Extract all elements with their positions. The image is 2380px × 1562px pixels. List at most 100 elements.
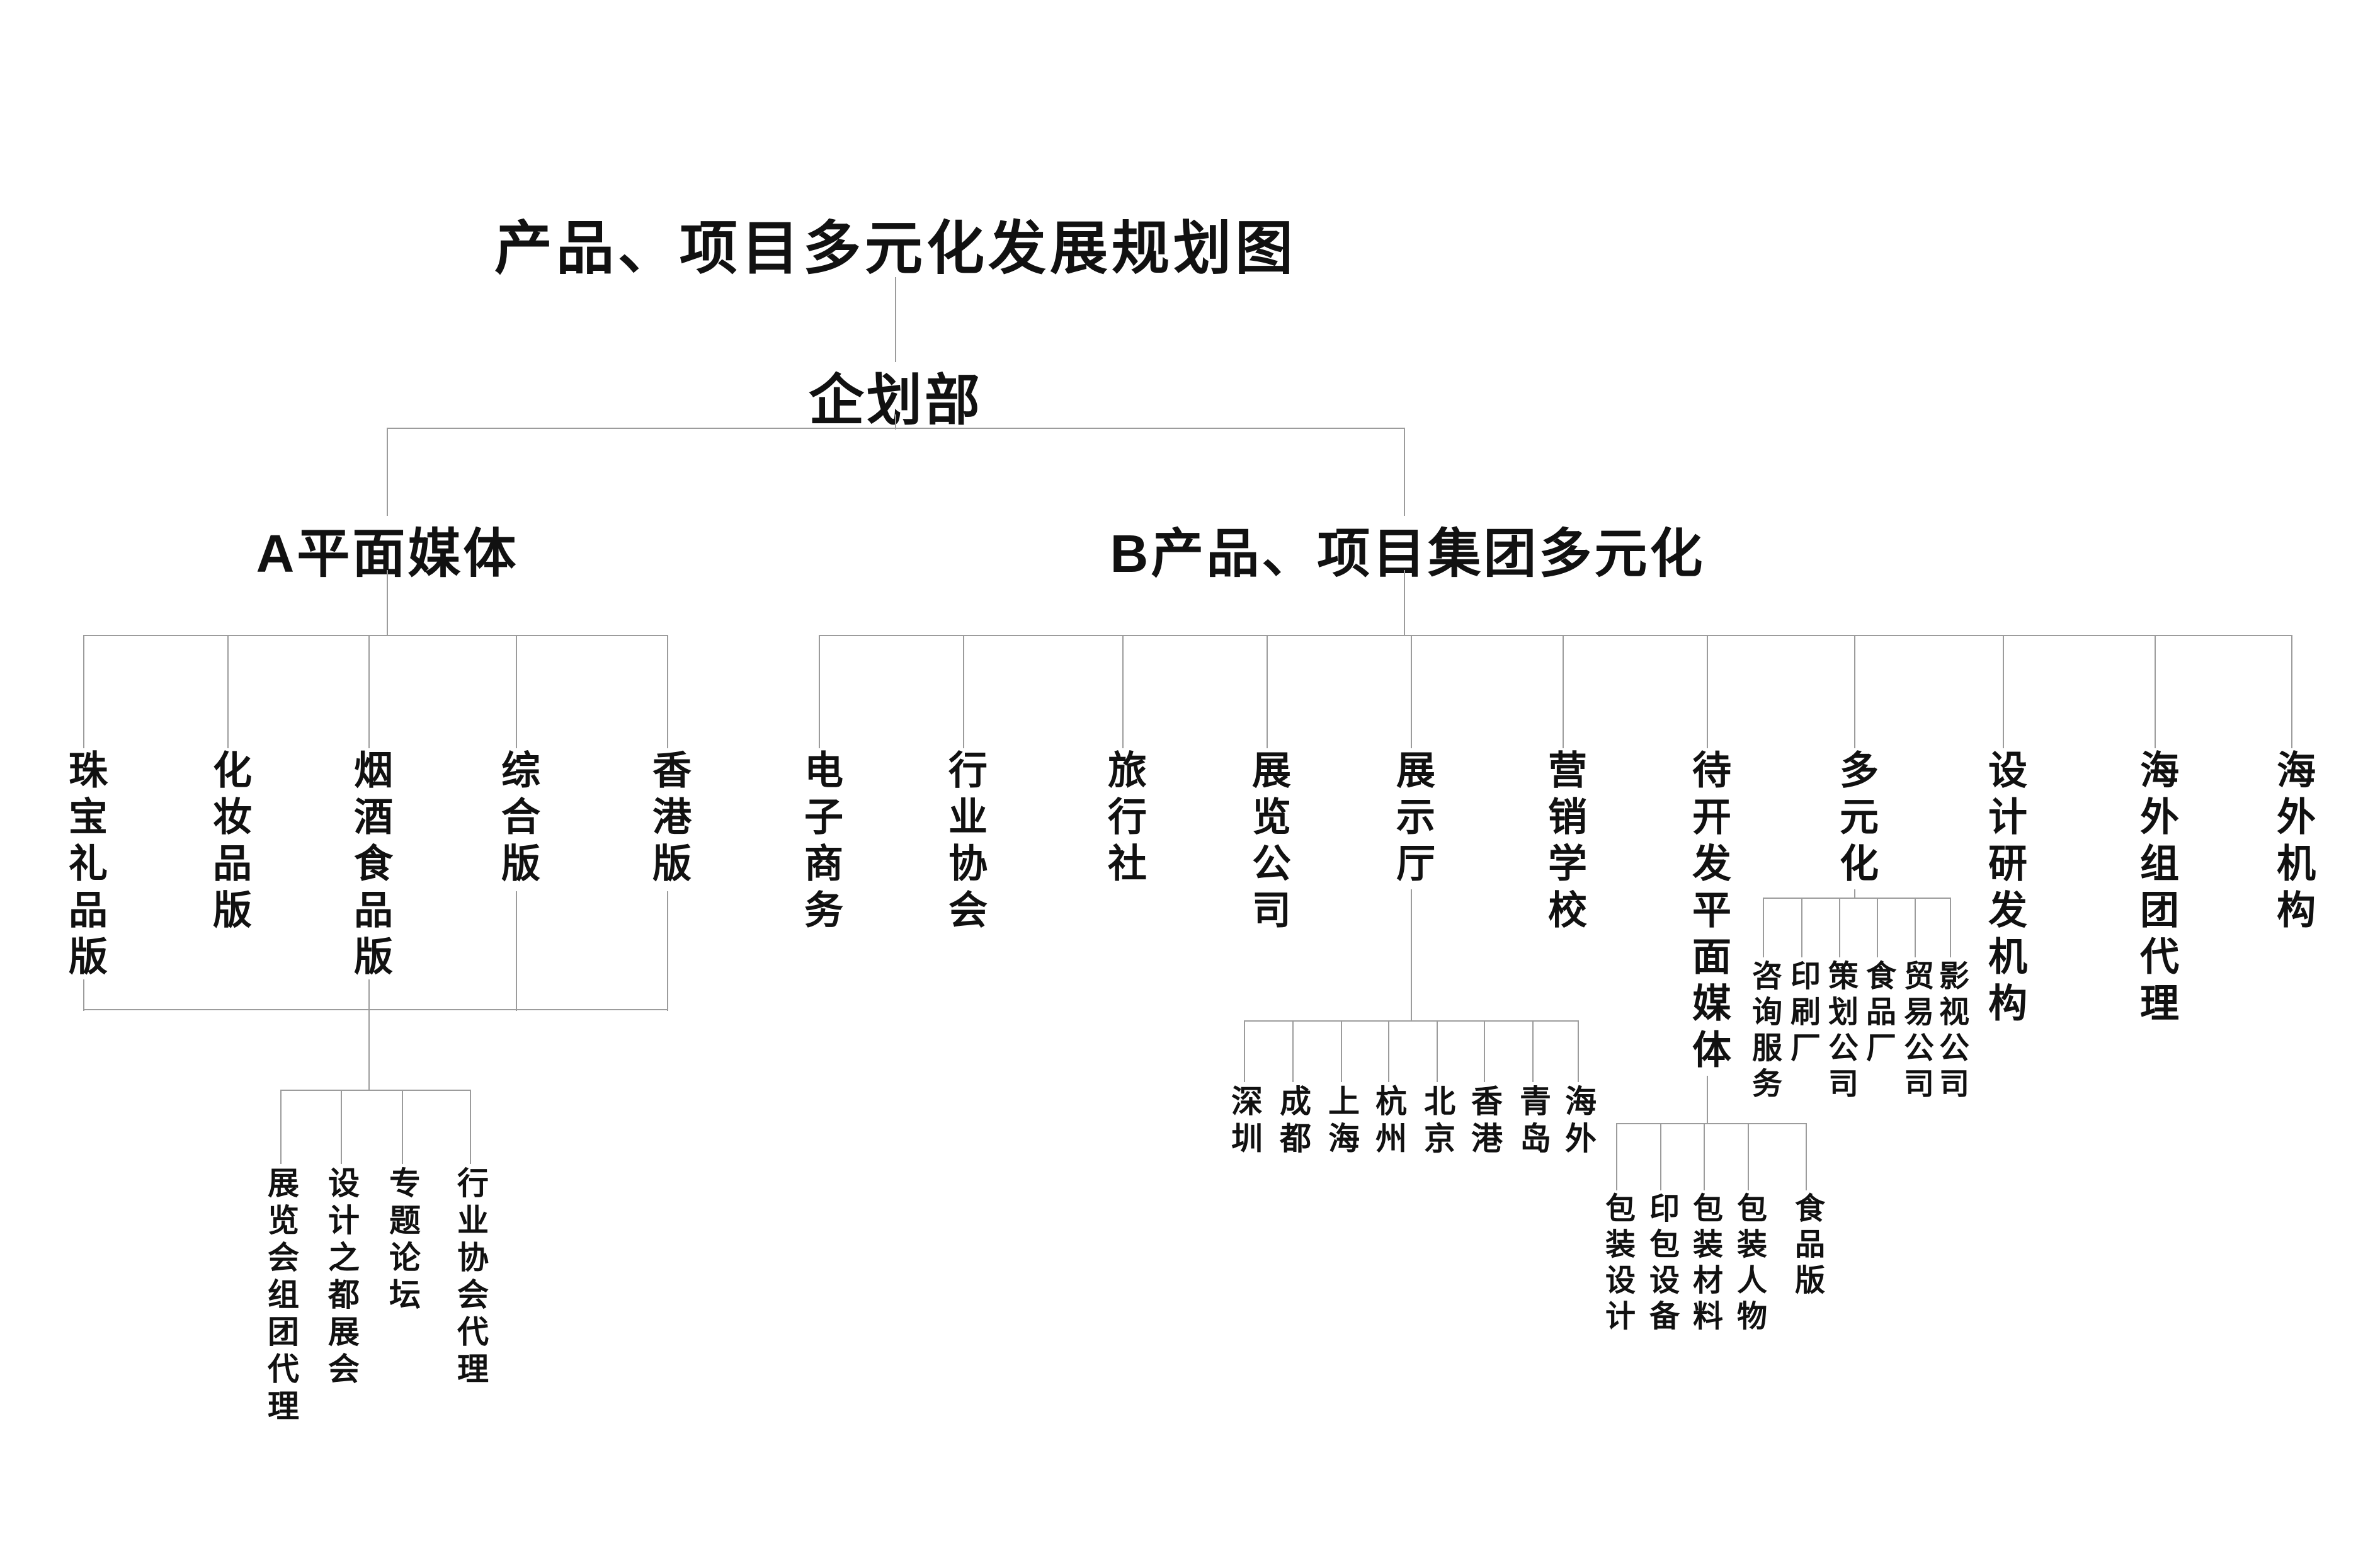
connector-line bbox=[1950, 898, 1951, 957]
node-overseas-group-agency: 海外组团代理 bbox=[2134, 750, 2177, 1029]
node-travel-agency: 旅行社 bbox=[1102, 750, 1145, 889]
connector-line bbox=[470, 1090, 471, 1164]
node-branch-a-print-media: A平面媒体 bbox=[256, 524, 519, 583]
node-packaging-people: 包装人物 bbox=[1732, 1192, 1765, 1336]
connector-line bbox=[227, 635, 229, 748]
connector-line bbox=[516, 891, 517, 1011]
connector-line bbox=[1763, 898, 1950, 899]
node-planning-company: 策划公司 bbox=[1823, 960, 1857, 1103]
connector-line bbox=[387, 570, 388, 636]
connector-line bbox=[1915, 898, 1916, 957]
node-exhibition-company: 展览公司 bbox=[1246, 750, 1289, 936]
connector-line bbox=[895, 277, 896, 362]
node-packaging-materials: 包装材料 bbox=[1688, 1192, 1721, 1336]
node-city-beijing: 北京 bbox=[1420, 1085, 1455, 1159]
connector-line bbox=[1616, 1123, 1617, 1190]
connector-line bbox=[1854, 889, 1855, 899]
connector-line bbox=[1484, 1020, 1485, 1082]
connector-line bbox=[83, 979, 84, 1011]
connector-line bbox=[1292, 1020, 1294, 1082]
node-marketing-school: 营销学校 bbox=[1542, 750, 1585, 936]
node-design-city-expo: 设计之都展会 bbox=[324, 1166, 359, 1389]
node-diversification: 多元化 bbox=[1833, 750, 1877, 889]
node-planning-department: 企划部 bbox=[808, 369, 983, 431]
connector-line bbox=[280, 1090, 282, 1164]
connector-line bbox=[667, 635, 668, 748]
connector-line bbox=[1267, 635, 1268, 748]
connector-line bbox=[1341, 1020, 1342, 1082]
node-general-edition: 综合版 bbox=[495, 750, 538, 889]
connector-line bbox=[1806, 1123, 1807, 1190]
node-city-hangzhou: 杭州 bbox=[1371, 1085, 1406, 1159]
connector-line bbox=[2291, 635, 2292, 748]
connector-line bbox=[1763, 898, 1764, 957]
connector-line bbox=[1707, 635, 1708, 748]
connector-line bbox=[819, 635, 2292, 636]
node-branch-b-group-diversification: B产品、项目集团多元化 bbox=[1110, 524, 1705, 583]
node-ecommerce: 电子商务 bbox=[798, 750, 841, 936]
connector-line bbox=[1411, 635, 1412, 748]
node-film-tv-company: 影视公司 bbox=[1934, 960, 1967, 1103]
connector-line bbox=[1704, 1123, 1705, 1190]
connector-line bbox=[1122, 635, 1124, 748]
connector-line bbox=[1244, 1020, 1578, 1022]
connector-line bbox=[2155, 635, 2156, 748]
connector-line bbox=[83, 635, 84, 748]
connector-line bbox=[1404, 428, 1405, 516]
connector-line bbox=[387, 428, 1404, 429]
connector-line bbox=[1532, 1020, 1534, 1082]
node-exhibition-group-agency: 展览会组团代理 bbox=[263, 1166, 299, 1427]
connector-line bbox=[667, 891, 668, 1011]
connector-line bbox=[1854, 635, 1855, 748]
connector-line bbox=[281, 1090, 470, 1091]
node-design-rd-institution: 设计研发机构 bbox=[1982, 750, 2025, 1029]
connector-line bbox=[516, 635, 517, 748]
node-packaging-design: 包装设计 bbox=[1600, 1192, 1634, 1336]
node-pending-print-media: 待开发平面媒体 bbox=[1686, 750, 1729, 1076]
connector-line bbox=[368, 635, 370, 748]
connector-line bbox=[895, 414, 896, 430]
connector-line bbox=[84, 635, 668, 636]
connector-line bbox=[1411, 889, 1412, 1022]
connector-line bbox=[1801, 898, 1802, 957]
connector-line bbox=[341, 1090, 342, 1164]
connector-line bbox=[1660, 1123, 1661, 1190]
node-jewelry-gift-edition: 珠宝礼品版 bbox=[62, 750, 106, 983]
connector-line bbox=[368, 979, 370, 1091]
node-city-shenzhen: 深圳 bbox=[1227, 1085, 1262, 1159]
connector-line bbox=[1617, 1123, 1806, 1124]
connector-line bbox=[84, 1009, 668, 1010]
connector-line bbox=[1578, 1020, 1579, 1082]
node-industry-association: 行业协会 bbox=[942, 750, 986, 936]
node-city-hongkong: 香港 bbox=[1467, 1085, 1502, 1159]
node-consulting-service: 咨询服务 bbox=[1747, 960, 1780, 1103]
node-showroom: 展示厅 bbox=[1390, 750, 1433, 889]
connector-line bbox=[2003, 635, 2004, 748]
connector-line bbox=[1877, 898, 1878, 957]
node-city-chengdu: 成都 bbox=[1275, 1085, 1311, 1159]
connector-line bbox=[1404, 570, 1405, 636]
connector-line bbox=[1244, 1020, 1245, 1082]
node-industry-association-agency: 行业协会代理 bbox=[453, 1166, 488, 1389]
node-city-qingdao: 青岛 bbox=[1515, 1085, 1551, 1159]
node-trading-company: 贸易公司 bbox=[1899, 960, 1932, 1103]
connector-line bbox=[819, 635, 820, 748]
node-cosmetics-edition: 化妆品版 bbox=[207, 750, 250, 936]
node-food-factory: 食品厂 bbox=[1861, 960, 1894, 1068]
node-special-forum: 专题论坛 bbox=[385, 1166, 420, 1315]
connector-line bbox=[1437, 1020, 1438, 1082]
node-printing-factory: 印刷厂 bbox=[1785, 960, 1819, 1068]
node-tobacco-liquor-food-edition: 烟酒食品版 bbox=[348, 750, 391, 983]
diagram-title: 产品、项目多元化发展规划图 bbox=[494, 217, 1297, 281]
connector-line bbox=[387, 428, 388, 516]
node-overseas-institution: 海外机构 bbox=[2270, 750, 2314, 936]
connector-line bbox=[1748, 1123, 1749, 1190]
node-food-edition: 食品版 bbox=[1790, 1192, 1823, 1300]
connector-line bbox=[402, 1090, 403, 1164]
connector-line bbox=[1839, 898, 1840, 957]
node-hongkong-edition: 香港版 bbox=[646, 750, 690, 889]
connector-line bbox=[963, 635, 964, 748]
connector-line bbox=[1563, 635, 1564, 748]
node-printing-packaging-equipment: 印包设备 bbox=[1644, 1192, 1678, 1336]
